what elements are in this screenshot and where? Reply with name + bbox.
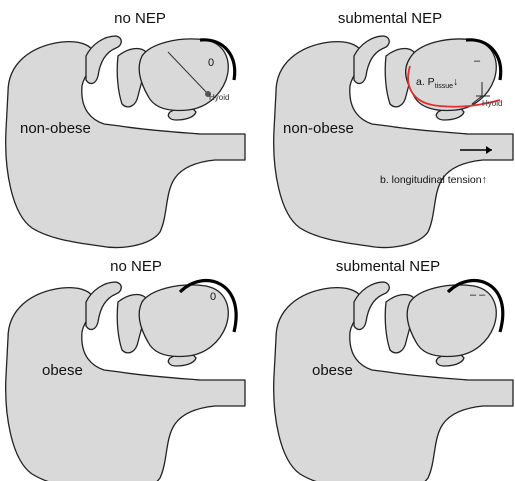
region-label: obese [312,362,353,379]
panel-no-nep-obese: no NEP 0 obese [6,258,245,481]
panel-title: no NEP [114,10,166,27]
panel-title: no NEP [110,258,162,275]
pressure-sign: – [474,55,481,67]
region-label: non-obese [20,120,91,137]
hyoid-label: Hyoid [209,93,229,102]
annotation-b: b. longitudinal tension↑ [380,174,487,186]
region-label: non-obese [283,120,354,137]
pressure-sign: – – [470,289,486,301]
panel-submental-nep-obese: submental NEP – – obese [274,258,513,481]
hyoid-label: Hyoid [482,99,502,108]
panel-title: submental NEP [336,258,440,275]
pressure-sign: 0 [210,291,216,303]
region-label: obese [42,362,83,379]
panel-no-nep-non-obese: no NEP 0 Hyoid non-obese [6,10,245,247]
pressure-sign: 0 [208,57,214,69]
panel-submental-nep-non-obese: submental NEP – a. Ptissue↓ Hyoid b. lon… [274,10,513,247]
panel-title: submental NEP [338,10,442,27]
